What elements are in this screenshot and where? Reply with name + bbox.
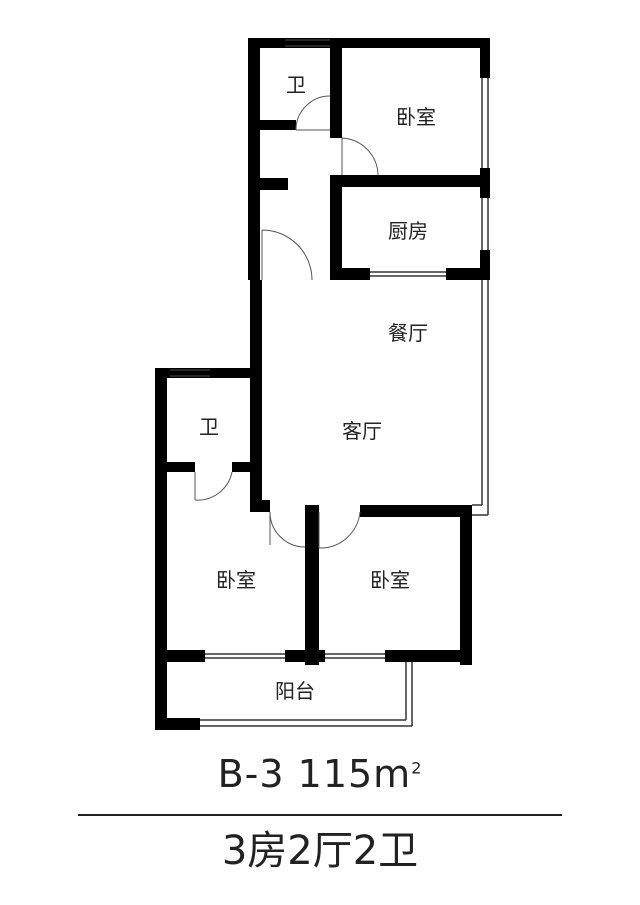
wall-bedroom-right [460, 505, 472, 665]
wall-bedroom-left [330, 38, 342, 138]
caption-divider [78, 814, 562, 816]
label-bedroom-top: 卧室 [396, 105, 436, 129]
wall-bedroom-top-right [360, 505, 472, 517]
walls [155, 38, 490, 730]
wall-bedroom-bottom [330, 175, 490, 187]
windows [170, 39, 489, 727]
wall-top [248, 38, 490, 48]
wall-stub [248, 178, 288, 190]
wall-leftwing-top [155, 368, 260, 378]
unit-area: 115m [297, 752, 412, 796]
label-living: 客厅 [342, 419, 382, 443]
label-bedroom-left: 卧室 [216, 568, 256, 592]
wall-living-left [250, 280, 262, 510]
label-bath-left: 卫 [199, 415, 219, 439]
door-swings [194, 95, 379, 549]
wall-bath2-bottom-b [232, 462, 262, 472]
wall-bedrooms-split [305, 505, 319, 665]
unit-model: B-3 115m2 [0, 752, 640, 796]
wall-bottom [155, 718, 200, 730]
wall-bath2-bottom-a [155, 462, 195, 472]
area-unit-superscript: 2 [411, 758, 423, 778]
label-kitchen: 厨房 [388, 219, 428, 243]
wall-kitchen-bottom-a [330, 268, 370, 280]
wall-right-kitchen [480, 250, 490, 280]
floor-plan: 卫 卧室 厨房 餐厅 客厅 卫 卧室 卧室 阳台 [155, 38, 490, 730]
wall-balcony-b [285, 650, 325, 662]
label-balcony: 阳台 [275, 679, 315, 703]
label-bath-top: 卫 [286, 73, 306, 97]
wall-kitchen-bottom-b [446, 268, 490, 280]
wall-leftwing-left [155, 368, 167, 730]
label-bedroom-right: 卧室 [370, 568, 410, 592]
model-code: B-3 [217, 752, 285, 796]
wall-balcony-c [385, 650, 472, 662]
wall-bath-bottom [248, 120, 296, 130]
wall-corridor-left [250, 500, 270, 512]
label-dining: 餐厅 [388, 321, 428, 345]
wall-right-top [480, 38, 490, 78]
room-labels: 卫 卧室 厨房 餐厅 客厅 卫 卧室 卧室 阳台 [199, 73, 436, 703]
wall-kitchen-left [330, 175, 342, 280]
unit-layout: 3房2厅2卫 [221, 828, 419, 874]
wall-balcony-a [155, 650, 205, 662]
wall-left-upper [248, 38, 260, 280]
